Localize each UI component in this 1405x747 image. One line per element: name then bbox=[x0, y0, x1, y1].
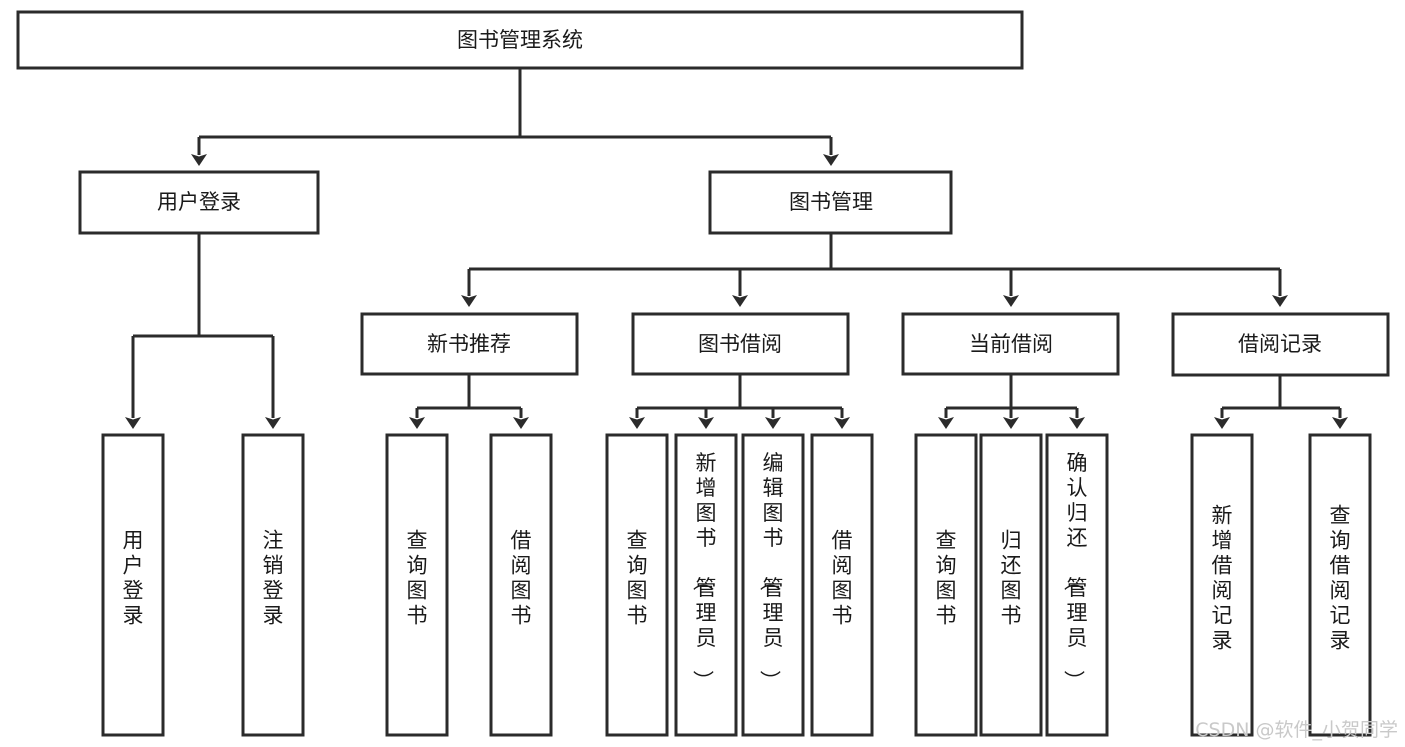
node-leaf-box[interactable] bbox=[489, 433, 553, 737]
node-borrow-record-label: 借阅记录 bbox=[1238, 332, 1322, 356]
node-borrow-record[interactable]: 借阅记录 bbox=[1171, 312, 1390, 377]
node-book-borrow-label: 图书借阅 bbox=[698, 332, 782, 356]
node-leaf-label: 查询图书 bbox=[407, 529, 428, 628]
node-leaf-current-borrow-3[interactable]: 确认归还（管理员） bbox=[1045, 433, 1109, 737]
node-leaf-box[interactable] bbox=[241, 433, 305, 737]
node-leaf-box[interactable] bbox=[1045, 433, 1109, 737]
node-leaf-book-borrow-1[interactable]: 查询图书 bbox=[605, 433, 669, 737]
node-leaf-new-book-1[interactable]: 查询图书 bbox=[385, 433, 449, 737]
node-leaf-label: 编辑图书（管理员） bbox=[758, 451, 784, 691]
node-leaf-label: 用户登录 bbox=[123, 529, 144, 628]
node-leaf-box[interactable] bbox=[674, 433, 738, 737]
node-leaf-borrow-record-2[interactable]: 查询借阅记录 bbox=[1308, 433, 1372, 737]
node-leaf-book-borrow-2[interactable]: 新增图书（管理员） bbox=[674, 433, 738, 737]
node-leaf-label: 查询图书 bbox=[936, 529, 957, 628]
node-leaf-box[interactable] bbox=[1190, 433, 1254, 737]
node-leaf-label: 确认归还（管理员） bbox=[1062, 451, 1088, 691]
node-leaf-label: 归还图书 bbox=[1001, 529, 1022, 628]
node-current-borrow-box[interactable] bbox=[901, 312, 1120, 376]
node-leaf-label: 新增图书（管理员） bbox=[691, 451, 717, 691]
node-leaf-label: 借阅图书 bbox=[511, 529, 532, 628]
node-leaf-box[interactable] bbox=[385, 433, 449, 737]
node-leaf-box[interactable] bbox=[979, 433, 1043, 737]
node-user-login-label: 用户登录 bbox=[157, 190, 241, 214]
node-leaf-current-borrow-1[interactable]: 查询图书 bbox=[914, 433, 978, 737]
node-leaf-box[interactable] bbox=[101, 433, 165, 737]
node-root-label: 图书管理系统 bbox=[457, 28, 583, 52]
node-book-manage-label: 图书管理 bbox=[789, 190, 873, 214]
node-leaf-current-borrow-2[interactable]: 归还图书 bbox=[979, 433, 1043, 737]
node-current-borrow[interactable]: 当前借阅 bbox=[901, 312, 1120, 376]
node-leaf-user-login-1[interactable]: 用户登录 bbox=[101, 433, 165, 737]
node-new-book-recommend-box[interactable] bbox=[360, 312, 579, 376]
node-new-book-recommend-label: 新书推荐 bbox=[427, 332, 511, 356]
csdn-watermark: CSDN @软件_小贺同学 bbox=[1195, 719, 1398, 741]
node-leaf-label: 借阅图书 bbox=[832, 529, 853, 628]
node-leaf-box[interactable] bbox=[810, 433, 874, 737]
node-root-system[interactable]: 图书管理系统 bbox=[16, 10, 1024, 70]
node-user-login[interactable]: 用户登录 bbox=[78, 170, 320, 235]
node-current-borrow-label: 当前借阅 bbox=[969, 332, 1053, 356]
node-leaf-label: 新增借阅记录 bbox=[1212, 504, 1233, 653]
connector-layer bbox=[125, 68, 1348, 429]
node-leaf-new-book-2[interactable]: 借阅图书 bbox=[489, 433, 553, 737]
node-leaf-borrow-record-1[interactable]: 新增借阅记录 bbox=[1190, 433, 1254, 737]
node-root-box[interactable] bbox=[16, 10, 1024, 70]
node-leaf-label: 注销登录 bbox=[263, 529, 284, 628]
node-leaf-box[interactable] bbox=[1308, 433, 1372, 737]
node-book-borrow[interactable]: 图书借阅 bbox=[631, 312, 850, 376]
node-leaf-book-borrow-4[interactable]: 借阅图书 bbox=[810, 433, 874, 737]
node-leaf-user-login-2[interactable]: 注销登录 bbox=[241, 433, 305, 737]
node-borrow-record-box[interactable] bbox=[1171, 312, 1390, 377]
node-leaf-box[interactable] bbox=[741, 433, 805, 737]
node-book-borrow-box[interactable] bbox=[631, 312, 850, 376]
node-user-login-box[interactable] bbox=[78, 170, 320, 235]
node-leaf-box[interactable] bbox=[605, 433, 669, 737]
node-new-book-recommend[interactable]: 新书推荐 bbox=[360, 312, 579, 376]
node-leaf-book-borrow-3[interactable]: 编辑图书（管理员） bbox=[741, 433, 805, 737]
node-book-manage-box[interactable] bbox=[708, 170, 953, 235]
node-book-manage[interactable]: 图书管理 bbox=[708, 170, 953, 235]
node-leaf-label: 查询借阅记录 bbox=[1330, 504, 1351, 653]
node-leaf-label: 查询图书 bbox=[627, 529, 648, 628]
node-leaf-box[interactable] bbox=[914, 433, 978, 737]
